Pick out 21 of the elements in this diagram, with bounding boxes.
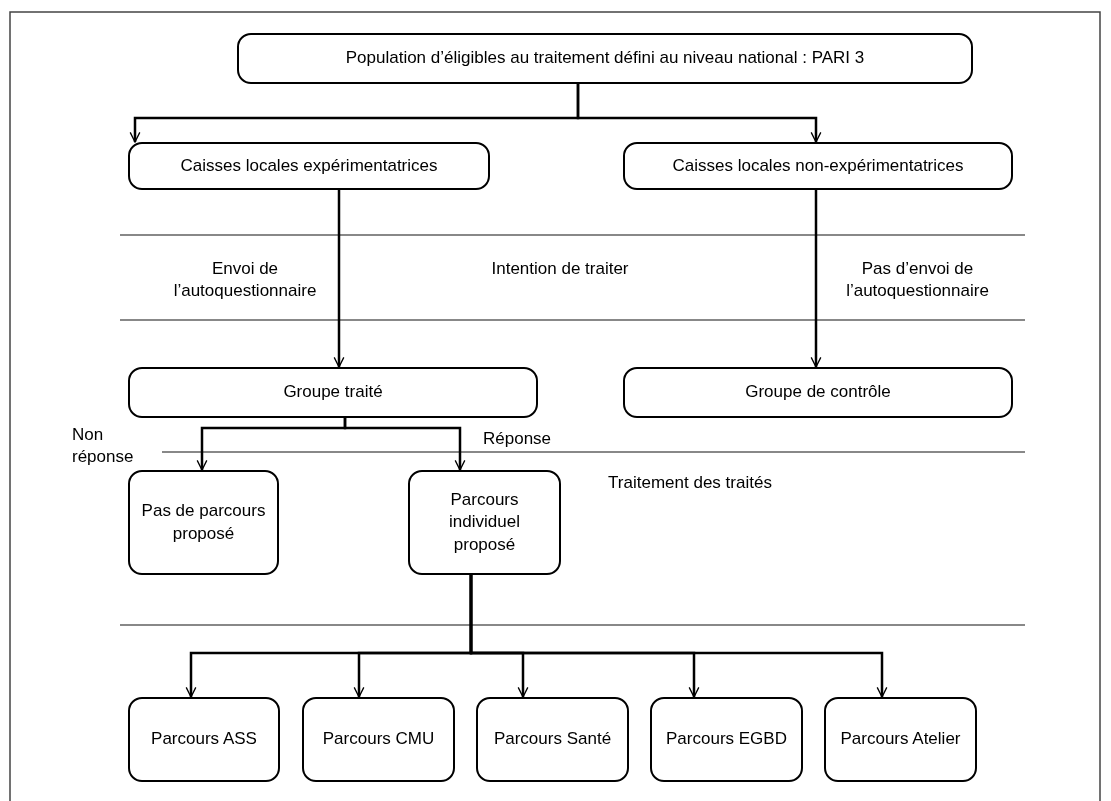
annotation-text: Pas d’envoi de l’autoquestionnaire	[845, 258, 990, 303]
process-box: Groupe de contrôle	[623, 367, 1013, 418]
process-box: Population d’éligibles au traitement défini au niveau national : PARI 3	[237, 33, 973, 84]
process-box: Parcours Atelier	[824, 697, 977, 782]
process-box: Parcours ASS	[128, 697, 280, 782]
process-box: Pas de parcours proposé	[128, 470, 279, 575]
process-box: Caisses locales expérimentatrices	[128, 142, 490, 190]
arrow	[576, 84, 822, 143]
annotation-text: Envoi de l’autoquestionnaire	[172, 258, 318, 303]
arrow	[343, 418, 466, 471]
annotation-text: Intention de traiter	[490, 258, 630, 280]
process-box: Groupe traité	[128, 367, 538, 418]
arrow	[810, 190, 822, 368]
annotation-text: Traitement des traités	[607, 472, 773, 494]
arrow	[333, 190, 345, 368]
process-box: Parcours EGBD	[650, 697, 803, 782]
process-box: Parcours individuel proposé	[408, 470, 561, 575]
process-box: Caisses locales non-expérimentatrices	[623, 142, 1013, 190]
process-box: Parcours Santé	[476, 697, 629, 782]
arrow	[469, 575, 888, 698]
process-box: Parcours CMU	[302, 697, 455, 782]
